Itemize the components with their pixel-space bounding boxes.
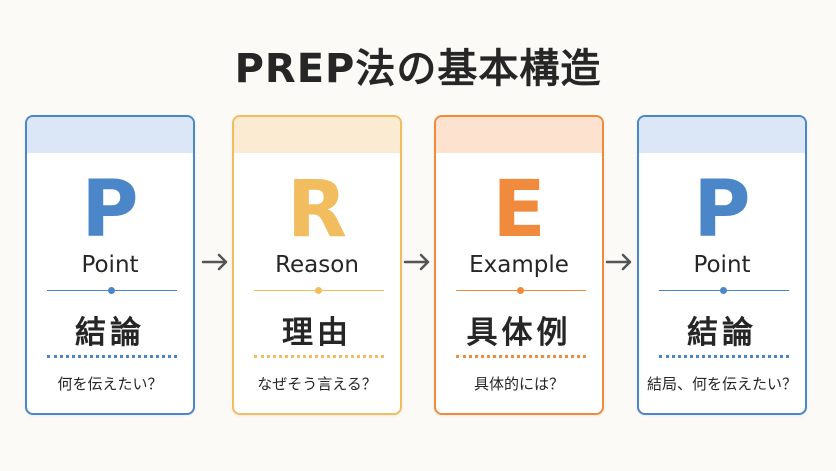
card-dotted-divider xyxy=(47,355,177,358)
card-header-band xyxy=(27,117,193,153)
card-example: E Example 具体例 具体的には？ xyxy=(434,115,604,415)
card-letter: P xyxy=(693,165,751,255)
card-question: 結局、何を伝えたい？ xyxy=(646,375,797,393)
card-divider-dot xyxy=(108,287,115,294)
arrow-right-icon xyxy=(403,253,430,271)
card-question: 何を伝えたい？ xyxy=(57,375,163,393)
card-dotted-divider xyxy=(254,355,384,358)
card-question: 具体的には？ xyxy=(473,375,564,393)
card-divider-dot xyxy=(720,287,727,294)
card-divider-dot xyxy=(315,287,322,294)
card-english-word: Example xyxy=(469,252,569,278)
card-japanese-term: 具体例 xyxy=(466,315,572,351)
card-point-2: P Point 結論 結局、何を伝えたい？ xyxy=(637,115,807,415)
card-japanese-term: 結論 xyxy=(75,315,145,351)
card-reason: R Reason 理由 なぜそう言える？ xyxy=(232,115,402,415)
card-dotted-divider xyxy=(456,355,586,358)
card-letter: P xyxy=(81,165,139,255)
arrow-right-icon xyxy=(201,253,228,271)
card-header-band xyxy=(234,117,400,153)
card-divider-dot xyxy=(517,287,524,294)
card-japanese-term: 理由 xyxy=(282,315,352,351)
card-english-word: Reason xyxy=(275,252,359,278)
card-english-word: Point xyxy=(693,252,751,278)
card-point-1: P Point 結論 何を伝えたい？ xyxy=(25,115,195,415)
card-japanese-term: 結論 xyxy=(687,315,757,351)
card-letter: E xyxy=(492,165,546,255)
arrow-right-icon xyxy=(605,253,632,271)
card-header-band xyxy=(436,117,602,153)
card-letter: R xyxy=(286,165,348,255)
card-english-word: Point xyxy=(81,252,139,278)
card-question: なぜそう言える？ xyxy=(257,375,377,393)
card-dotted-divider xyxy=(659,355,789,358)
card-header-band xyxy=(639,117,805,153)
diagram-title: PREP法の基本構造 xyxy=(234,46,602,92)
